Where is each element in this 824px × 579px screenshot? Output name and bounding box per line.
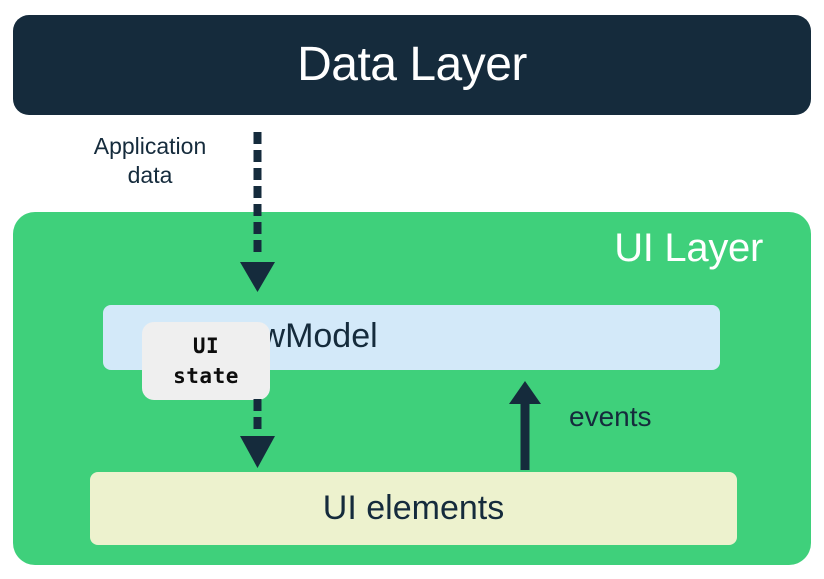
application-data-label-line2: data — [127, 162, 173, 189]
ui-state-badge: UI state — [142, 322, 270, 400]
ui-elements-label: UI elements — [322, 488, 505, 527]
data-layer-title: Data Layer — [297, 38, 527, 91]
application-data-label-line1: Application — [93, 133, 207, 159]
data-layer-box: Data Layer — [13, 15, 811, 115]
ui-elements-box: UI elements — [90, 472, 737, 545]
ui-layer-title: UI Layer — [614, 226, 763, 270]
events-label: events — [569, 401, 652, 432]
ui-state-badge-line1: UI — [192, 333, 220, 358]
application-data-label: Application data — [60, 132, 240, 191]
ui-state-badge-line2: state — [173, 364, 239, 388]
